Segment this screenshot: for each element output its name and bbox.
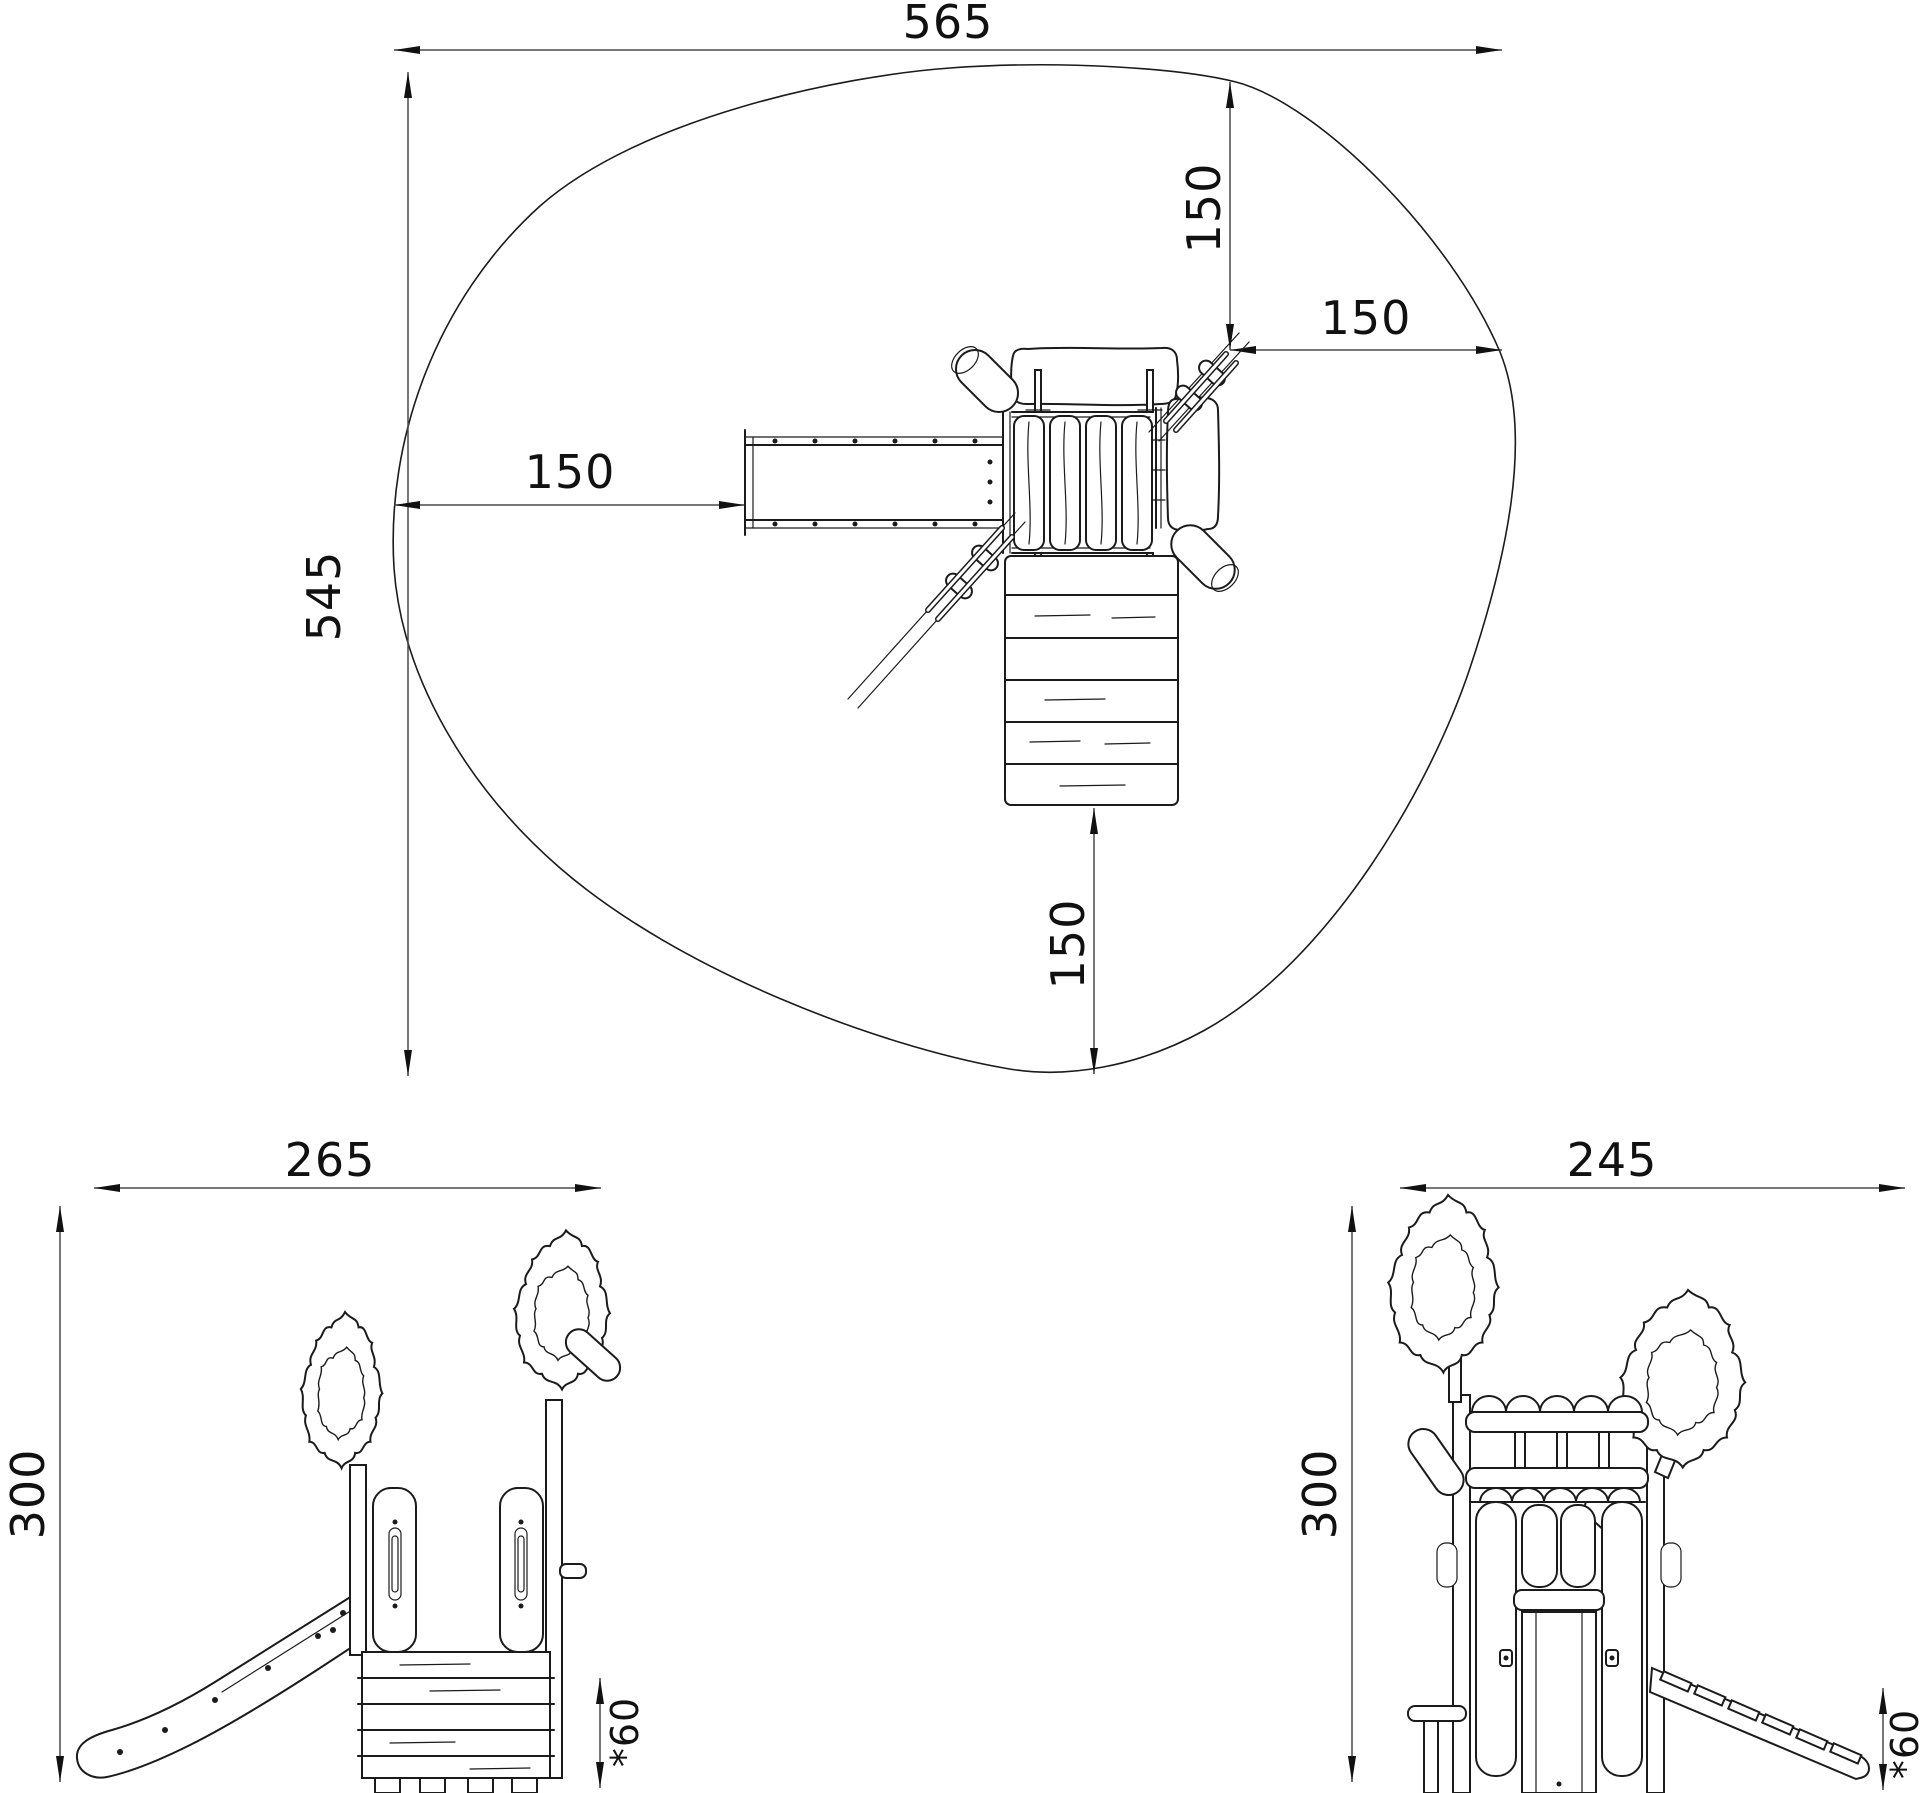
grip-handle-left	[1436, 1542, 1458, 1588]
safety-zone-outline	[392, 64, 1517, 1073]
tree-branch-cylinder	[564, 1328, 622, 1382]
side-elevation: 245 300 *60	[1293, 1133, 1920, 1793]
slide-front	[75, 1594, 353, 1779]
dim-front-height: 300	[1, 1206, 64, 1782]
peg-front	[559, 1563, 587, 1579]
plan-clearance-right-label: 150	[1321, 291, 1412, 345]
dim-side-height: 300	[1293, 1206, 1356, 1782]
canopy-right-plan	[1165, 396, 1221, 532]
tree-topper-right	[1619, 1288, 1747, 1469]
grip-handle-right	[1660, 1542, 1682, 1588]
grab-post-top-left-plan	[951, 346, 1020, 414]
front-width-label: 265	[285, 1133, 376, 1187]
handrail-cylinder	[1407, 1427, 1465, 1497]
platform-front	[357, 1651, 555, 1793]
dim-plan-overall-width: 565	[394, 0, 1502, 54]
side-width-label: 245	[1567, 1133, 1658, 1187]
bench-side	[1407, 1705, 1467, 1793]
tree-topper-left	[1386, 1193, 1500, 1374]
canopy-top-plan	[1010, 346, 1180, 407]
dim-front-fall-height: *60	[596, 1678, 647, 1788]
front-height-label: 300	[1, 1449, 55, 1540]
plan-overall-width-label: 565	[903, 0, 994, 49]
dim-plan-clearance-top: 150	[1177, 82, 1234, 350]
ramp-plan	[1004, 555, 1179, 806]
plan-clearance-bottom-label: 150	[1041, 899, 1095, 990]
panels-side	[1436, 1501, 1682, 1793]
grab-post-bottom-right-plan	[1170, 524, 1239, 592]
side-height-label: 300	[1293, 1449, 1347, 1540]
access-ramp-side	[1648, 1666, 1870, 1781]
front-fall-height-label: *60	[603, 1697, 647, 1767]
dim-side-fall-height: *60	[1879, 1688, 1920, 1790]
railing-side	[1465, 1395, 1649, 1503]
slide-plan	[744, 429, 1004, 536]
side-fall-height-label: *60	[1883, 1709, 1920, 1779]
deck-planks-plan	[1013, 415, 1153, 551]
dim-plan-overall-depth: 545	[297, 72, 412, 1076]
tower-front	[299, 1229, 622, 1779]
plan-overall-depth-label: 545	[297, 551, 351, 642]
dim-front-width: 265	[94, 1133, 601, 1192]
dim-plan-clearance-left: 150	[394, 445, 745, 509]
dim-side-width: 245	[1400, 1133, 1905, 1192]
plan-clearance-left-label: 150	[525, 445, 616, 499]
plan-clearance-top-label: 150	[1177, 163, 1231, 254]
front-elevation: 265 300 *60	[1, 1133, 647, 1793]
dim-plan-clearance-bottom: 150	[1041, 808, 1098, 1074]
dim-plan-clearance-right: 150	[1230, 291, 1502, 354]
climber-bottom-left-plan	[847, 512, 1026, 709]
tree-topper-left	[299, 1310, 384, 1470]
plan-view: 565 545 150 150 150 150	[297, 0, 1517, 1076]
climber-top-right-plan	[1148, 332, 1250, 442]
